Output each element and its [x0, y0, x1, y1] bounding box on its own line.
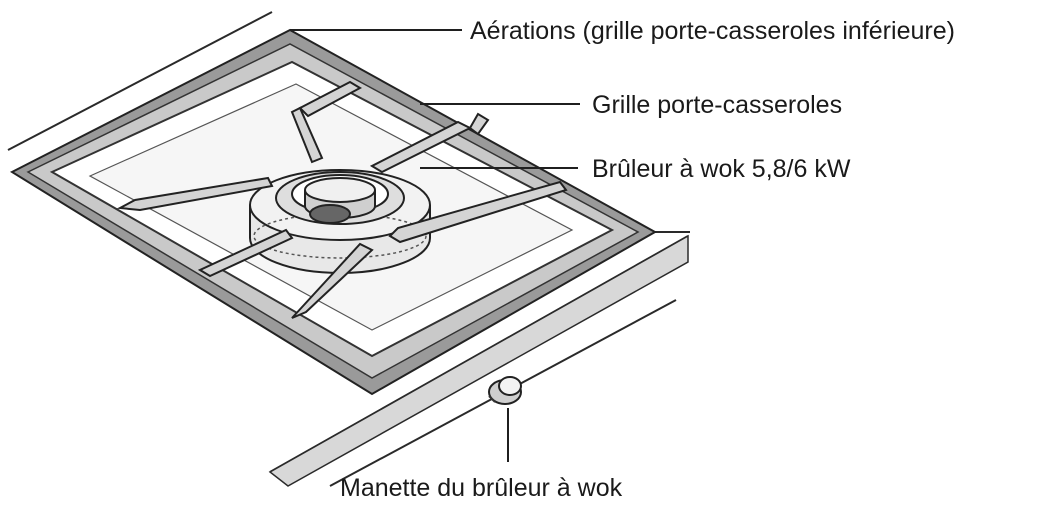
label-vents: Aérations (grille porte-casseroles infér… [470, 17, 955, 45]
pan-support-grid [116, 80, 568, 319]
wok-burner [249, 169, 431, 274]
leader-lines [290, 29, 580, 462]
label-knob: Manette du brûleur à wok [340, 474, 623, 502]
label-burner: Brûleur à wok 5,8/6 kW [592, 155, 851, 183]
label-grid: Grille porte-casseroles [592, 91, 842, 119]
burner-knob [488, 376, 522, 405]
